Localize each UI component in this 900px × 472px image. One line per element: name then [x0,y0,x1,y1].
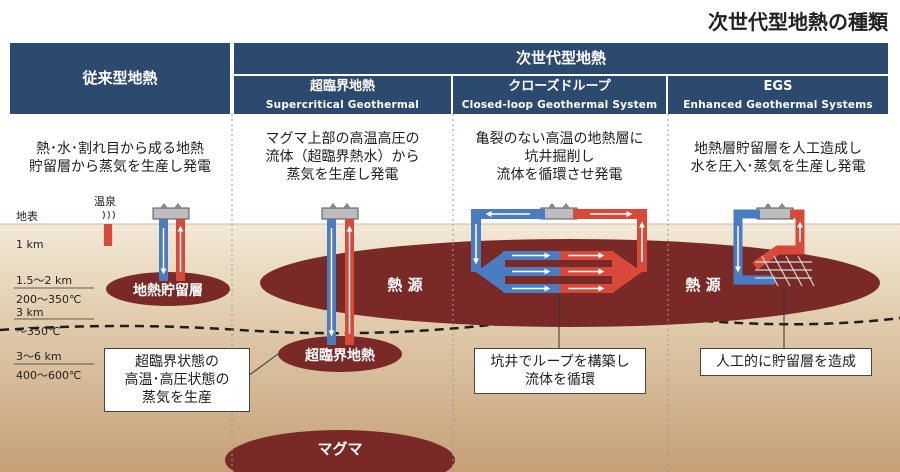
depth-1km: 1 km [16,238,44,251]
desc-line: 蒸気を生産し発電 [286,167,399,183]
reservoir-ellipse [106,272,230,306]
magma-label: マグマ [317,440,363,458]
heat-source-label-right: 熱 源 [685,276,721,294]
desc-line: 地熱層貯留層を人工造成し [694,141,862,157]
header-next-gen-label: 次世代型地熱 [515,49,606,67]
desc-line: 水を圧入･蒸気を生産し発電 [690,159,866,175]
magma-ellipse [225,430,455,472]
supercritical-blob-label: 超臨界地熱 [305,348,375,364]
header-next-gen: 次世代型地熱 [234,43,888,74]
callout-line: 高温･高圧状態の [124,372,230,388]
supercritical-callout: 超臨界状態の 高温･高圧状態の 蒸気を生産 [104,348,250,412]
header-supercritical-en: Supercritical Geothermal [265,99,420,111]
closed-loop-manifold-left [476,251,505,293]
egs-fracture-grid [755,255,815,287]
egs-pipe-red [752,209,805,270]
callout-line: 超臨界状態の [135,354,219,370]
desc-line: 流体を循環させ発電 [496,167,623,183]
header-conventional-label: 従来型地熱 [82,69,158,87]
egs-wellhead [756,203,794,220]
reservoir-label: 地熱貯留層 [133,283,203,299]
onsen-label: 温泉 [94,195,116,208]
header-egs-label: EGS [763,79,793,94]
egs-callout: 人工的に貯留層を造成 [700,348,872,376]
supercritical-wellhead [321,203,359,220]
callout-line: 流体を循環 [525,372,595,388]
header-closed-loop-label: クローズドループ [508,79,611,94]
desc-line: 熱･水･割れ目から成る地熱 [36,141,204,157]
closed-loop-description: 亀裂のない高温の地熱層に 坑井掘削し 流体を循環させ発電 [453,130,666,184]
depth-boundary-dashed [0,316,900,335]
steam-icon [102,210,116,220]
depth-6km: 3～6 km [16,350,62,363]
closed-loop-callout: 坑井でループを構築し 流体を循環 [474,348,646,394]
heat-source-ellipse [260,239,880,327]
desc-line: マグマ上部の高温高圧の [265,131,420,147]
desc-line: 坑井掘削し [524,149,595,165]
header-supercritical: 超臨界地熱 Supercritical Geothermal [234,76,451,114]
header-supercritical-label: 超臨界地熱 [309,79,375,94]
header-egs: EGS Enhanced Geothermal Systems [668,76,888,114]
callout-line: 蒸気を生産 [142,390,212,406]
depth-3km: 3 km [16,306,44,319]
depth-surface: 地表 [16,210,38,223]
header-egs-en: Enhanced Geothermal Systems [683,99,873,111]
closed-loop-manifold-right [612,251,642,293]
depth-2km-temp: 200～350℃ [16,293,82,306]
conventional-description: 熱･水･割れ目から成る地熱 貯留層から蒸気を生産し発電 [10,140,230,176]
depth-6km-temp: 400～600℃ [16,369,82,382]
depth-2km: 1.5～2 km [16,274,73,287]
desc-line: 貯留層から蒸気を生産し発電 [29,159,211,175]
conventional-wellhead [152,203,190,220]
header-conventional: 従来型地熱 [10,43,230,114]
heat-source-label-left: 熱 源 [387,276,423,294]
supercritical-ellipse [278,336,402,372]
desc-line: 亀裂のない高温の地熱層に [475,131,644,147]
header-closed-loop-en: Closed-loop Geothermal System [461,99,658,111]
depth-3km-temp: ～350℃ [16,325,61,338]
page-title: 次世代型地熱の種類 [708,10,888,34]
callout-line: 人工的に貯留層を造成 [716,354,856,370]
supercritical-callout-leader [247,353,279,377]
desc-line: 流体（超臨界熱水）から [265,149,420,165]
header-closed-loop: クローズドループ Closed-loop Geothermal System [453,76,666,114]
onsen-pipe [104,224,112,246]
egs-description: 地熱層貯留層を人工造成し 水を圧入･蒸気を生産し発電 [668,140,888,176]
supercritical-description: マグマ上部の高温高圧の 流体（超臨界熱水）から 蒸気を生産し発電 [234,130,451,184]
closed-loop-wellhead [540,203,578,220]
callout-line: 坑井でループを構築し [490,354,630,370]
